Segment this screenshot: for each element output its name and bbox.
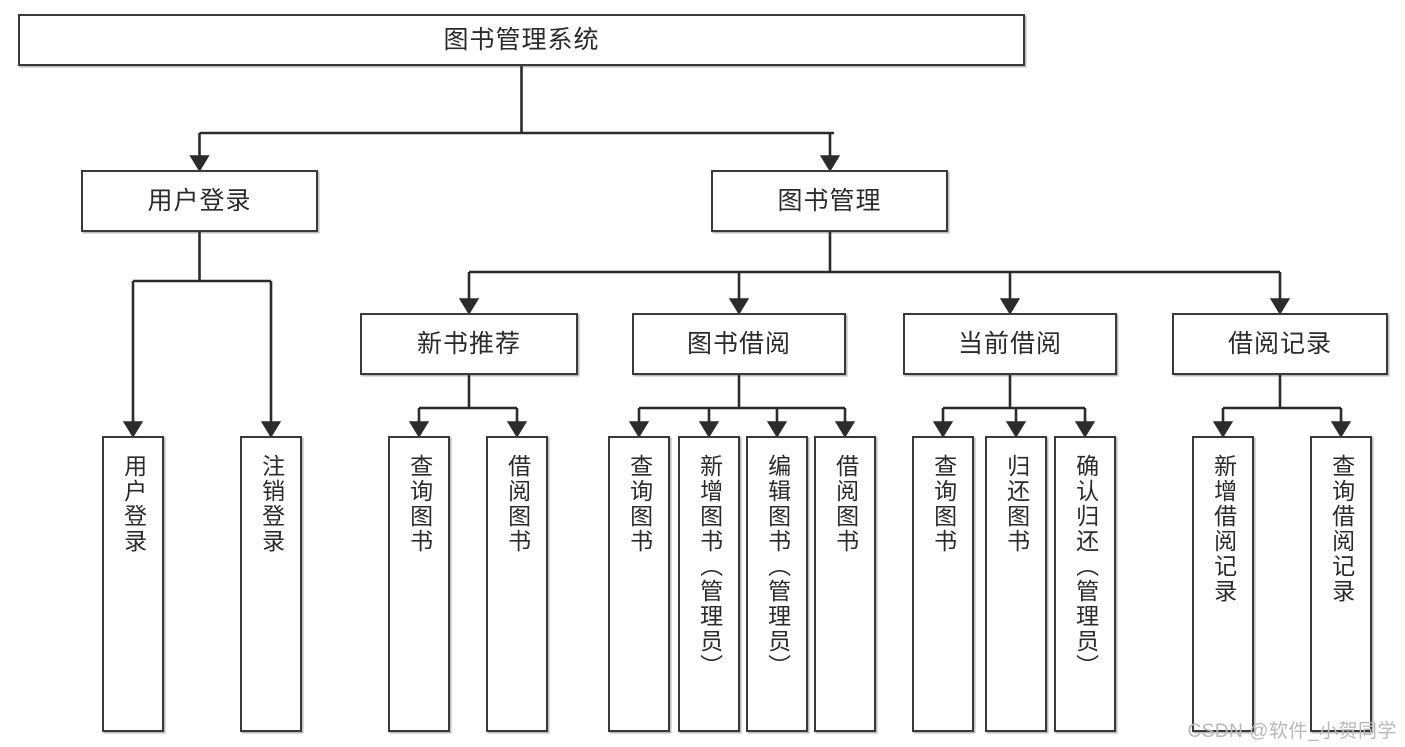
node-book-borrow[interactable]: 图书借阅	[632, 313, 846, 375]
node-leaf-logout-label: 注销登录	[258, 454, 285, 554]
node-leaf-add-record-label: 新增借阅记录	[1210, 454, 1237, 604]
node-leaf-edit-book[interactable]: 编辑图书（管理员）	[746, 436, 808, 732]
node-leaf-borrow-book-label: 借阅图书	[832, 454, 859, 554]
node-leaf-query-book-rec-label: 查询图书	[406, 454, 433, 554]
node-leaf-add-book-label: 新增图书（管理员）	[696, 454, 723, 679]
node-root[interactable]: 图书管理系统	[18, 14, 1025, 66]
node-leaf-add-record[interactable]: 新增借阅记录	[1192, 436, 1254, 732]
node-leaf-borrow-book-rec-label: 借阅图书	[504, 454, 531, 554]
node-leaf-return-book-label: 归还图书	[1003, 454, 1030, 554]
node-leaf-query-book-borrow-label: 查询图书	[626, 454, 653, 554]
node-leaf-user-login[interactable]: 用户登录	[102, 436, 164, 732]
node-leaf-query-book-cur-label: 查询图书	[930, 454, 957, 554]
node-leaf-query-book-cur[interactable]: 查询图书	[912, 436, 974, 732]
node-book-manage-label: 图书管理	[777, 187, 882, 215]
node-leaf-borrow-book-rec[interactable]: 借阅图书	[486, 436, 548, 732]
node-leaf-query-record-label: 查询借阅记录	[1328, 454, 1355, 604]
node-leaf-add-book[interactable]: 新增图书（管理员）	[678, 436, 740, 732]
node-current-borrow[interactable]: 当前借阅	[903, 313, 1117, 375]
node-leaf-query-book-borrow[interactable]: 查询图书	[608, 436, 670, 732]
node-leaf-query-record[interactable]: 查询借阅记录	[1310, 436, 1372, 732]
node-user-login-label: 用户登录	[147, 187, 252, 215]
node-book-manage[interactable]: 图书管理	[711, 170, 948, 232]
node-new-book-recommend[interactable]: 新书推荐	[360, 313, 578, 375]
node-leaf-return-book[interactable]: 归还图书	[985, 436, 1047, 732]
node-borrow-record-label: 借阅记录	[1227, 330, 1332, 358]
node-root-label: 图书管理系统	[443, 26, 600, 54]
node-leaf-confirm-return[interactable]: 确认归还（管理员）	[1054, 436, 1116, 732]
node-leaf-edit-book-label: 编辑图书（管理员）	[764, 454, 791, 679]
node-current-borrow-label: 当前借阅	[957, 330, 1062, 358]
node-borrow-record[interactable]: 借阅记录	[1172, 313, 1388, 375]
node-user-login[interactable]: 用户登录	[81, 170, 318, 232]
node-book-borrow-label: 图书借阅	[686, 330, 791, 358]
node-leaf-borrow-book[interactable]: 借阅图书	[814, 436, 876, 732]
node-leaf-confirm-return-label: 确认归还（管理员）	[1072, 454, 1099, 679]
watermark-text: CSDN @软件_小贺同学	[1187, 721, 1397, 742]
node-new-book-recommend-label: 新书推荐	[416, 330, 521, 358]
node-leaf-query-book-rec[interactable]: 查询图书	[388, 436, 450, 732]
node-leaf-logout[interactable]: 注销登录	[240, 436, 302, 732]
node-leaf-user-login-label: 用户登录	[120, 454, 147, 554]
